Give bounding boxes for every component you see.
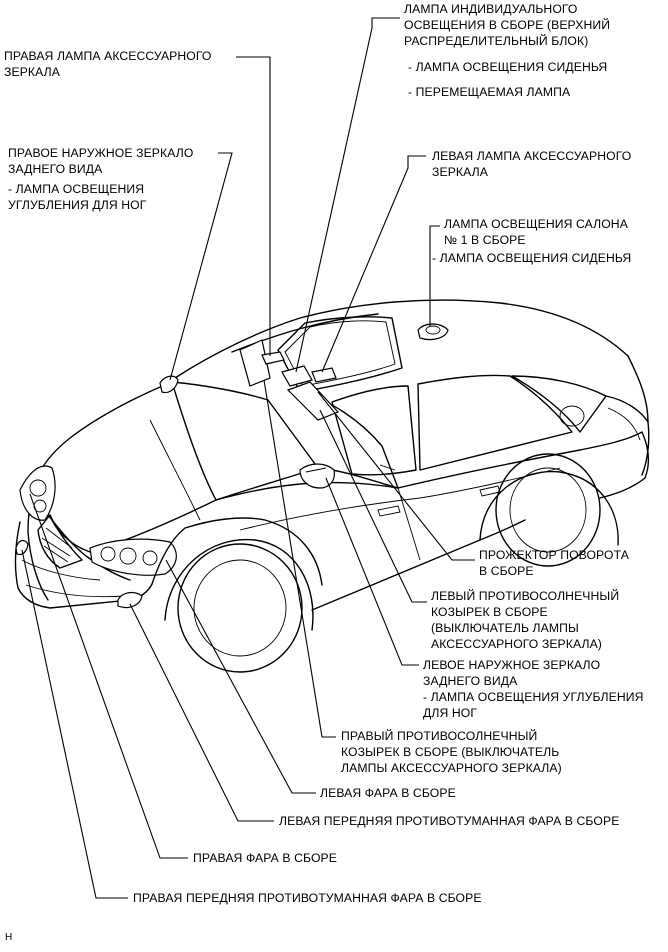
label-line: КОЗЫРЕК В СБОРЕ (ВЫКЛЮЧАТЕЛЬ: [341, 745, 560, 759]
label-line: КОЗЫРЕК В СБОРЕ: [431, 605, 548, 619]
label-line: ЗАДНЕГО ВИДА: [8, 162, 103, 176]
label-line: (ВЫКЛЮЧАТЕЛЬ ЛАМПЫ: [431, 621, 579, 635]
label-line: ЛЕВАЯ ФАРА В СБОРЕ: [320, 786, 456, 800]
label-line: ЗАДНЕГО ВИДА: [423, 674, 518, 688]
label-left-headlamp: ЛЕВАЯ ФАРА В СБОРЕ: [320, 785, 456, 801]
label-line: В СБОРЕ: [479, 564, 534, 578]
label-line: ПРАВОЕ НАРУЖНОЕ ЗЕРКАЛО: [8, 146, 194, 160]
label-left-outer-mirror: ЛЕВОЕ НАРУЖНОЕ ЗЕРКАЛО ЗАДНЕГО ВИДА - ЛА…: [423, 657, 644, 721]
label-line: ЛАМПА ИНДИВИДУАЛЬНОГО: [404, 2, 578, 16]
label-room-lamp: ЛАМПА ОСВЕЩЕНИЯ САЛОНА № 1 В СБОРЕ - ЛАМ…: [432, 216, 631, 266]
label-line: ЛЕВОЕ НАРУЖНОЕ ЗЕРКАЛО: [423, 658, 601, 672]
label-line: ЛАМПА ОСВЕЩЕНИЯ САЛОНА: [444, 217, 628, 231]
label-line: ДЛЯ НОГ: [423, 706, 478, 720]
label-line: ЗЕРКАЛА: [432, 165, 488, 179]
label-sub: - ЛАМПА ОСВЕЩЕНИЯ: [8, 182, 145, 196]
label-sub: - ЛАМПА ОСВЕЩЕНИЯ СИДЕНЬЯ: [432, 251, 632, 265]
label-individual-lamp: ЛАМПА ИНДИВИДУАЛЬНОГО ОСВЕЩЕНИЯ В СБОРЕ …: [404, 1, 610, 100]
label-line: ЛЕВЫЙ ПРОТИВОСОЛНЕЧНЫЙ: [431, 589, 620, 603]
label-right-outer-mirror: ПРАВОЕ НАРУЖНОЕ ЗЕРКАЛО ЗАДНЕГО ВИДА - Л…: [8, 145, 193, 213]
label-right-fog: ПРАВАЯ ПЕРЕДНЯЯ ПРОТИВОТУМАННАЯ ФАРА В С…: [133, 890, 482, 906]
label-line: ПРАВАЯ ФАРА В СБОРЕ: [193, 851, 338, 865]
label-line: ЗЕРКАЛА: [4, 65, 60, 79]
figure-code: H: [5, 932, 13, 943]
label-right-visor: ПРАВЫЙ ПРОТИВОСОЛНЕЧНЫЙ КОЗЫРЕК В СБОРЕ …: [341, 728, 562, 776]
label-sub: - ЛАМПА ОСВЕЩЕНИЯ СИДЕНЬЯ: [408, 60, 608, 74]
label-line: ПРАВАЯ ЛАМПА АКСЕССУАРНОГО: [4, 49, 212, 63]
label-right-vanity-lamp: ПРАВАЯ ЛАМПА АКСЕССУАРНОГО ЗЕРКАЛА: [4, 48, 211, 80]
label-line: - ЛАМПА ОСВЕЩЕНИЯ УГЛУБЛЕНИЯ: [423, 690, 644, 704]
label-line: РАСПРЕДЕЛИТЕЛЬНЫЙ БЛОК): [404, 34, 589, 48]
label-left-fog: ЛЕВАЯ ПЕРЕДНЯЯ ПРОТИВОТУМАННАЯ ФАРА В СБ…: [279, 813, 619, 829]
label-line: ПРАВАЯ ПЕРЕДНЯЯ ПРОТИВОТУМАННАЯ ФАРА В С…: [133, 891, 482, 905]
label-right-headlamp: ПРАВАЯ ФАРА В СБОРЕ: [193, 850, 337, 866]
label-left-visor: ЛЕВЫЙ ПРОТИВОСОЛНЕЧНЫЙ КОЗЫРЕК В СБОРЕ (…: [431, 588, 619, 652]
label-line: № 1 В СБОРЕ: [444, 233, 526, 247]
label-line: ПРАВЫЙ ПРОТИВОСОЛНЕЧНЫЙ: [341, 729, 538, 743]
label-line: ПРОЖЕКТОР ПОВОРОТА: [479, 548, 629, 562]
label-line: ЛАМПЫ АКСЕССУАРНОГО ЗЕРКАЛА): [341, 761, 562, 775]
label-turn-signal: ПРОЖЕКТОР ПОВОРОТА В СБОРЕ: [479, 547, 629, 579]
label-left-vanity-lamp: ЛЕВАЯ ЛАМПА АКСЕССУАРНОГО ЗЕРКАЛА: [432, 148, 631, 180]
label-line: ОСВЕЩЕНИЯ В СБОРЕ (ВЕРХНИЙ: [404, 18, 611, 32]
label-sub: - ПЕРЕМЕЩАЕМАЯ ЛАМПА: [408, 85, 571, 99]
label-line: АКСЕССУАРНОГО ЗЕРКАЛА): [431, 637, 602, 651]
label-line: ЛЕВАЯ ПЕРЕДНЯЯ ПРОТИВОТУМАННАЯ ФАРА В СБ…: [279, 814, 620, 828]
leader-lines: [21, 17, 475, 899]
label-sub: УГЛУБЛЕНИЯ ДЛЯ НОГ: [8, 198, 147, 212]
label-line: ЛЕВАЯ ЛАМПА АКСЕССУАРНОГО: [432, 149, 632, 163]
